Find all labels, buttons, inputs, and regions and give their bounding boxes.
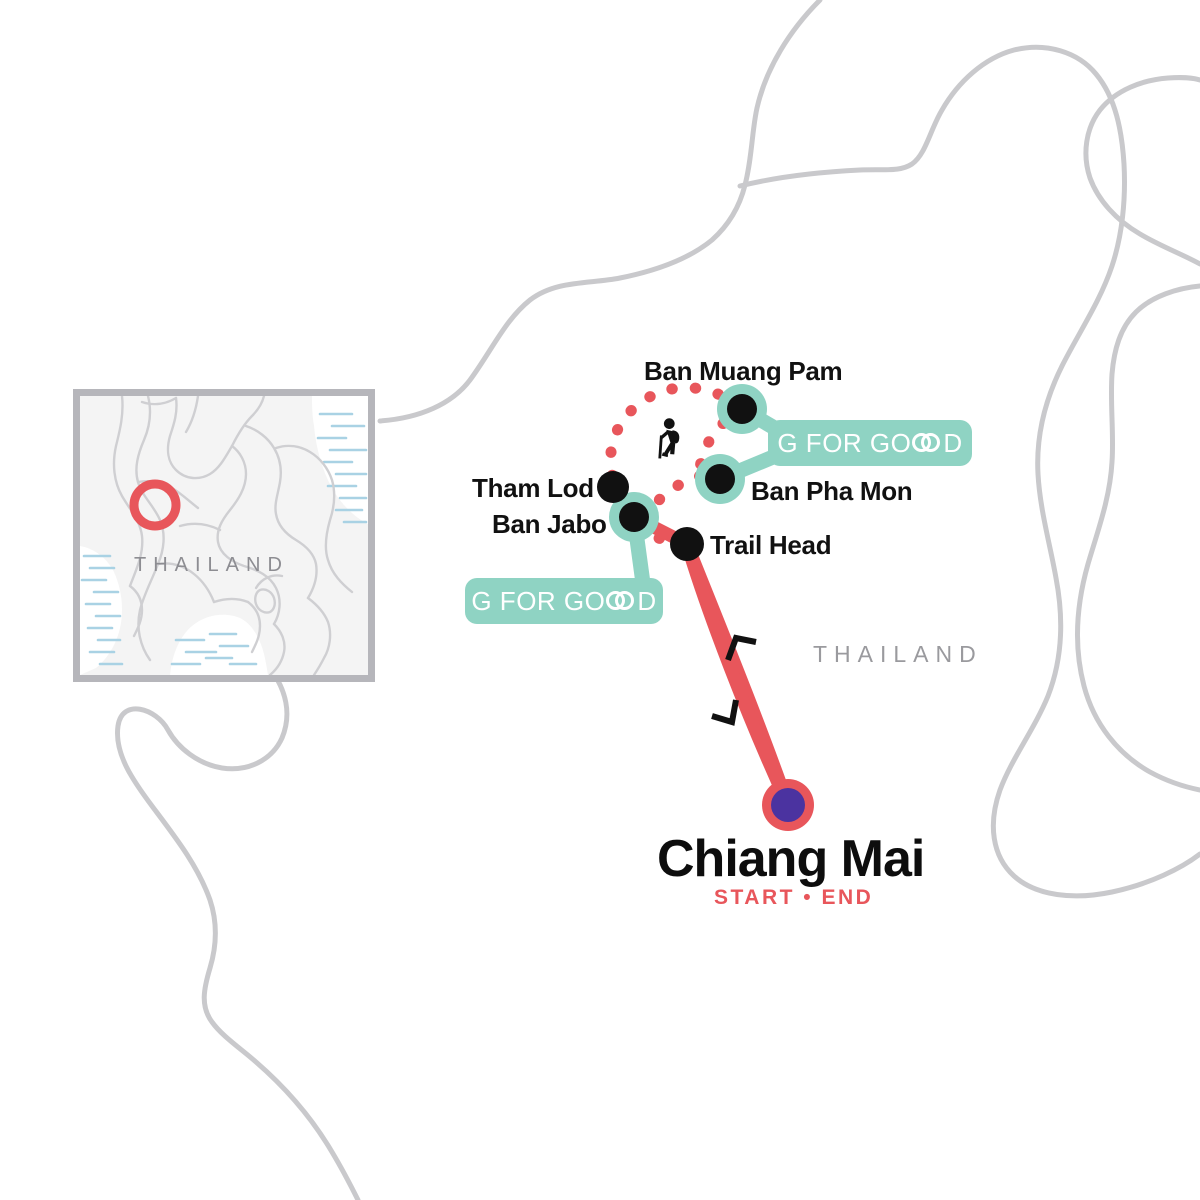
endpoint-title: Chiang Mai [657,830,925,888]
stop-label-ban-pha-mon: Ban Pha Mon [751,476,913,506]
pin-trail-head [670,527,704,561]
pin-ban-pha-mon [705,464,735,494]
locator-inset: THAILAND [73,389,375,682]
inset-country-label: THAILAND [134,554,289,576]
route-inbound [680,537,795,812]
pin-tham-lod [597,471,629,503]
hiker-icon [658,418,680,459]
inset-canvas [80,396,368,675]
infinity-glyph [606,591,636,611]
infinity-glyph [912,433,942,453]
pin-ban-muang-pam [727,394,757,424]
pin-ban-jabo [619,502,649,532]
inset-water-bodies [80,396,368,675]
arrow-inbound [711,699,739,726]
inset-borders [112,396,354,675]
stop-label-ban-muang-pam: Ban Muang Pam [644,356,843,386]
inset-location-ring [129,479,181,531]
pin-dots [597,394,757,561]
stop-label-tham-lod: Tham Lod [472,473,594,503]
direction-arrows [711,634,757,726]
stop-label-ban-jabo: Ban Jabo [492,509,607,539]
endpoint-subtitle: START • END [714,886,874,909]
inset-water-hatching [80,412,368,666]
country-border-lines [114,0,1200,1200]
arrow-outbound [725,634,757,662]
endpoint-core [771,788,805,822]
endpoint-marker-chiang-mai[interactable] [762,779,814,831]
stop-label-trail-head: Trail Head [710,530,832,560]
country-label: THAILAND [813,641,983,667]
